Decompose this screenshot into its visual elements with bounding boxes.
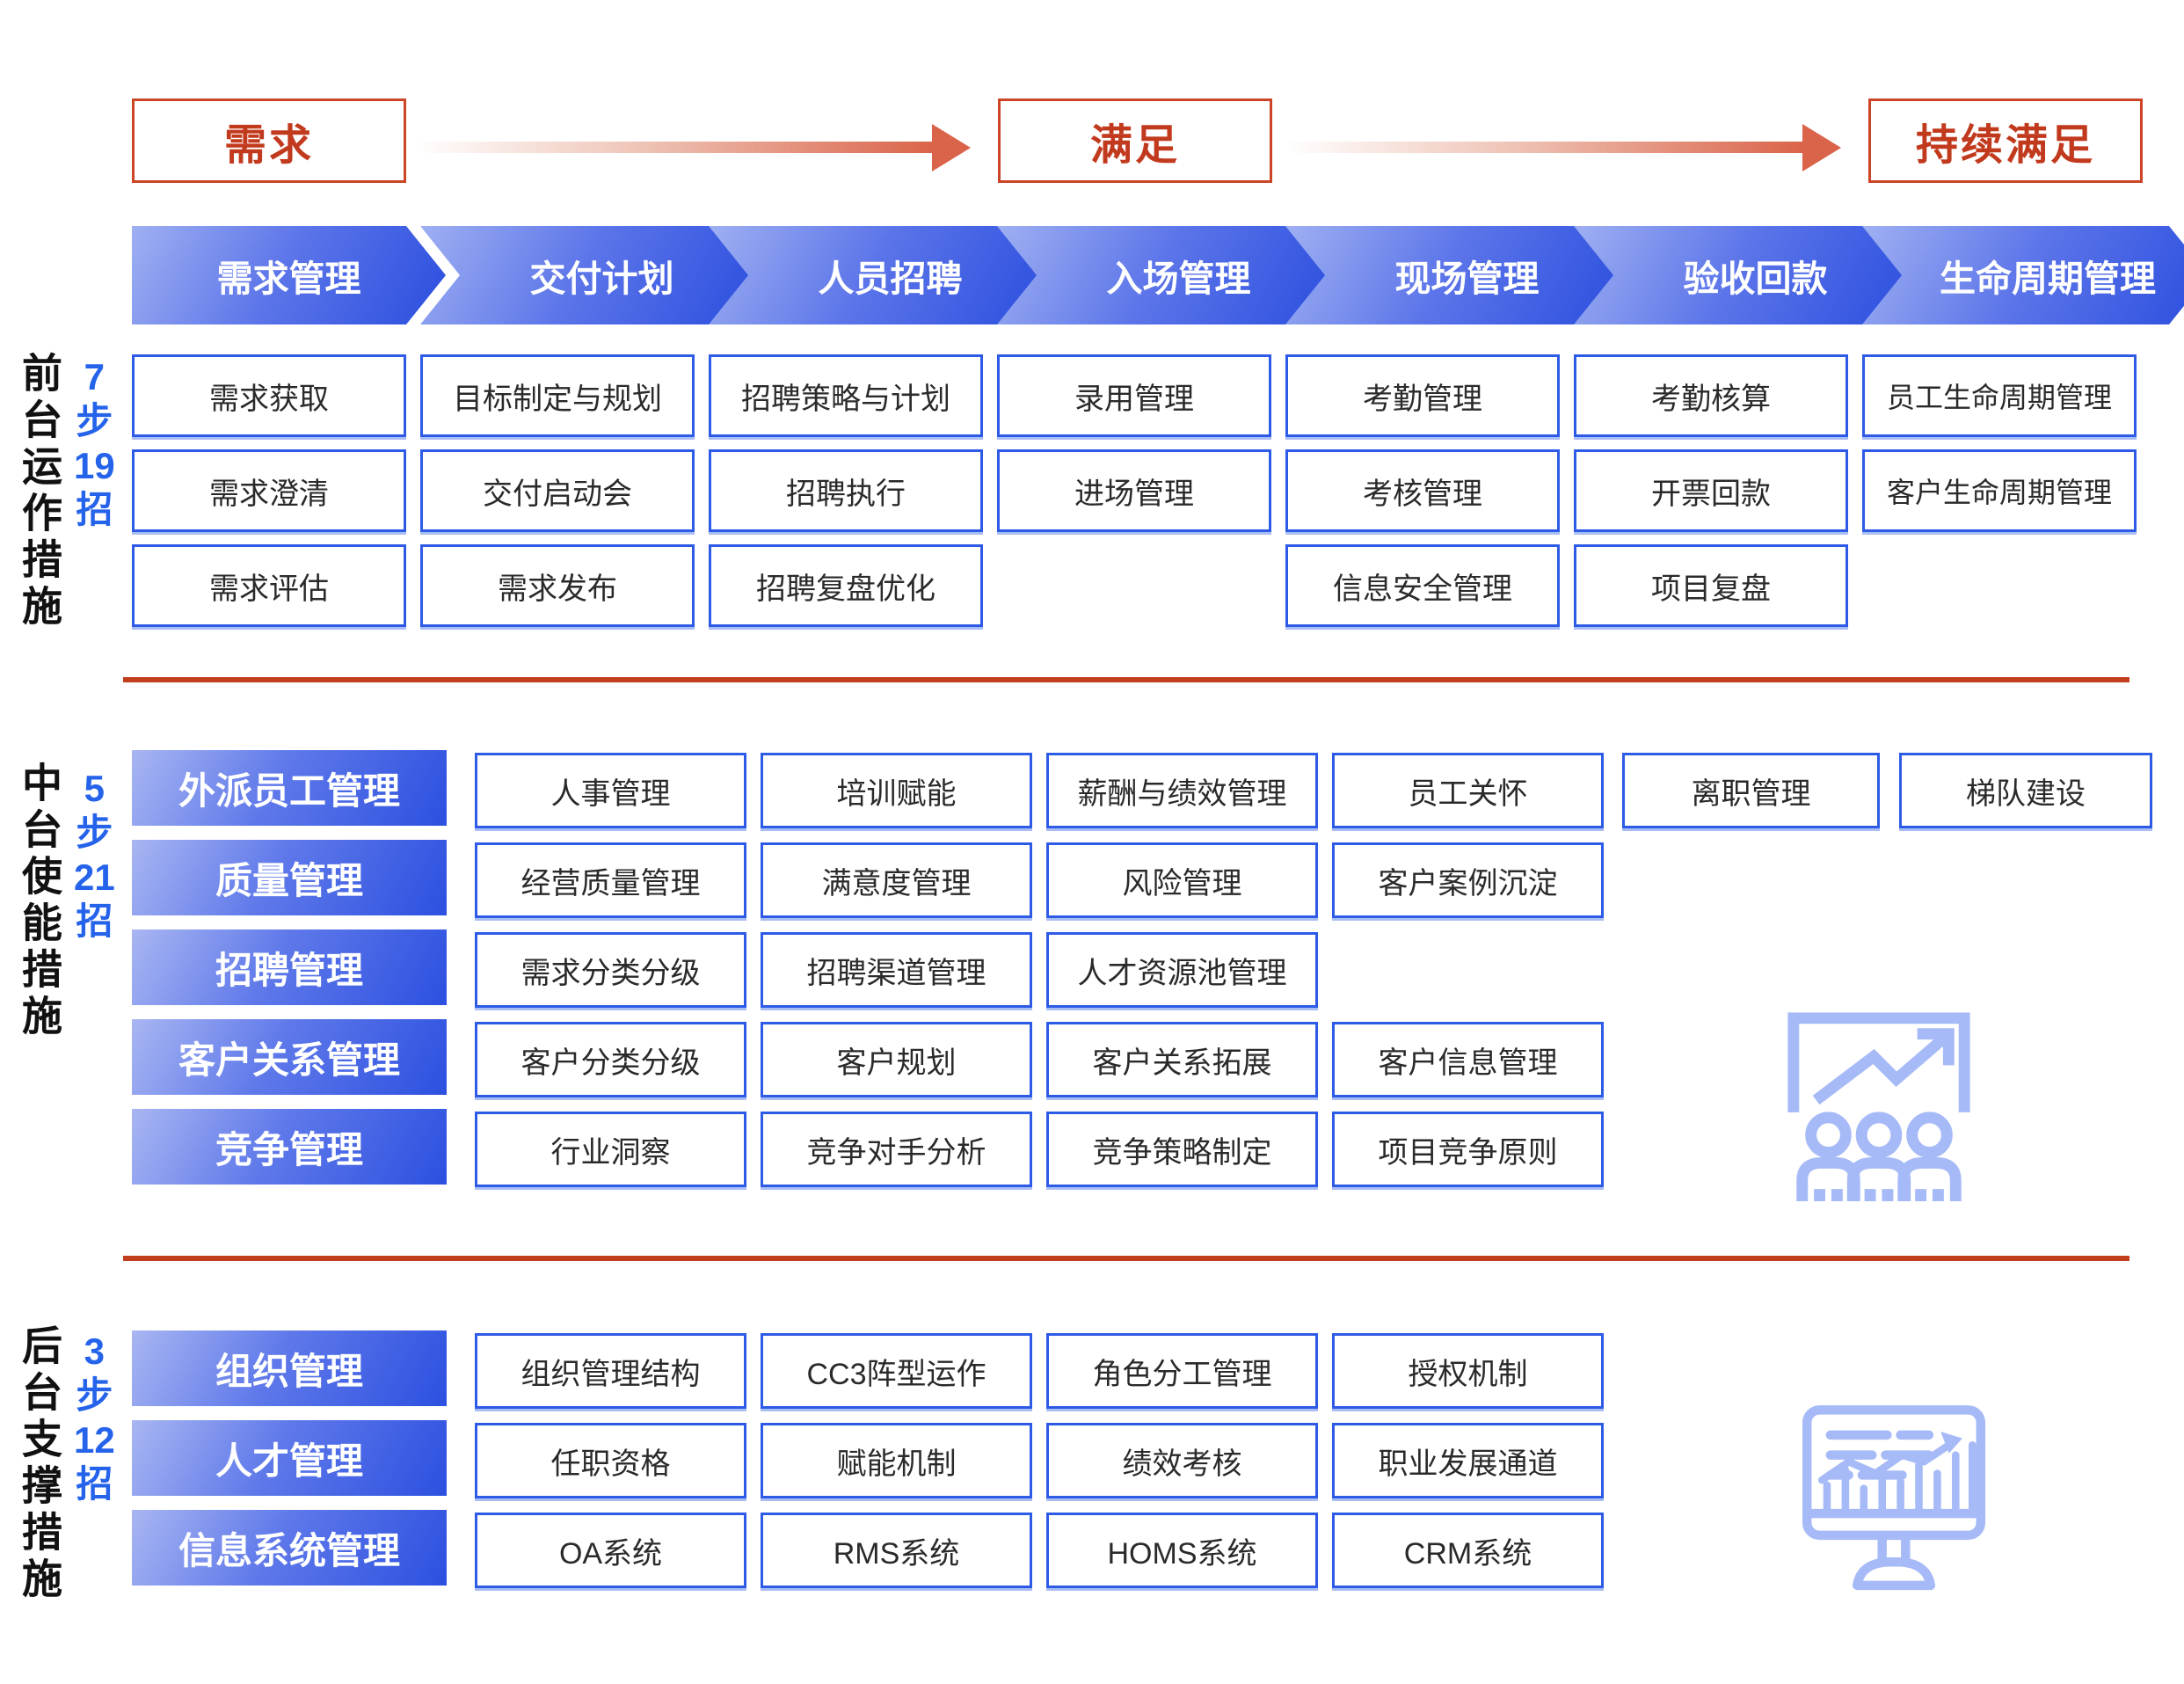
process-cell: 需求分类分级 [475, 932, 746, 1008]
stat-token: 招 [76, 1463, 113, 1505]
process-cell: OA系统 [475, 1513, 746, 1588]
process-cell: 组织管理结构 [475, 1333, 746, 1409]
process-chevron-recruiting: 人员招聘 [709, 226, 1047, 324]
process-chevron-onsite-mgmt: 现场管理 [1285, 226, 1624, 324]
process-cell: 开票回款 [1574, 449, 1848, 532]
stat-token: 招 [76, 900, 113, 943]
process-cell: 客户生命周期管理 [1862, 449, 2137, 532]
process-cell: 招聘渠道管理 [761, 932, 1032, 1008]
process-cell: 角色分工管理 [1046, 1333, 1318, 1409]
process-cell: 任职资格 [475, 1423, 746, 1498]
process-cell: 授权机制 [1332, 1333, 1604, 1409]
process-cell: 人才资源池管理 [1046, 932, 1318, 1008]
flow-arrow-icon [415, 142, 932, 153]
process-cell: 招聘策略与计划 [709, 354, 983, 437]
process-chevron-acceptance: 验收回款 [1574, 226, 1912, 324]
stage-box-continuous-satisfy: 持续满足 [1868, 98, 2143, 183]
stat-token: 5 [84, 768, 106, 809]
section-stat-middle: 5 步 21 招 [74, 767, 115, 944]
process-cell: 考勤核算 [1574, 354, 1848, 437]
process-cell: 需求获取 [132, 354, 406, 437]
section-label-back: 后台支撑措施 [17, 1324, 62, 1604]
process-cell: 竞争对手分析 [761, 1112, 1032, 1187]
process-chevron-delivery-plan: 交付计划 [420, 226, 759, 324]
stat-token: 3 [84, 1330, 106, 1372]
process-cell: 录用管理 [997, 354, 1271, 437]
process-chevron-onboarding: 入场管理 [997, 226, 1336, 324]
category-header-org-mgmt: 组织管理 [132, 1330, 447, 1406]
section-stat-front: 7 步 19 招 [74, 355, 115, 533]
process-cell: 信息安全管理 [1285, 544, 1560, 627]
category-header-quality-mgmt: 质量管理 [132, 840, 447, 915]
process-cell: 培训赋能 [761, 753, 1032, 828]
process-cell: 风险管理 [1046, 842, 1318, 918]
process-cell: 经营质量管理 [475, 842, 746, 918]
process-cell: 行业洞察 [475, 1112, 746, 1187]
process-cell: 招聘执行 [709, 449, 983, 532]
process-cell: 客户案例沉淀 [1332, 842, 1604, 918]
process-cell: 客户关系拓展 [1046, 1022, 1318, 1097]
stat-token: 步 [76, 1374, 113, 1417]
process-cell: 项目复盘 [1574, 544, 1848, 627]
process-chevron-demand-mgmt: 需求管理 [132, 226, 446, 324]
category-header-customer-relation: 客户关系管理 [132, 1019, 447, 1095]
process-cell: 满意度管理 [761, 842, 1032, 918]
category-header-talent-mgmt: 人才管理 [132, 1420, 447, 1496]
process-cell: 交付启动会 [420, 449, 695, 532]
process-cell: CRM系统 [1332, 1513, 1604, 1588]
category-header-dispatch-staff: 外派员工管理 [132, 750, 447, 826]
process-cell: 竞争策略制定 [1046, 1112, 1318, 1187]
process-cell: 梯队建设 [1899, 753, 2152, 828]
category-header-competition-mgmt: 竞争管理 [132, 1109, 447, 1185]
process-chevron-lifecycle: 生命周期管理 [1862, 226, 2184, 324]
process-cell: 需求澄清 [132, 449, 406, 532]
process-cell: 赋能机制 [761, 1423, 1032, 1498]
process-cell: 进场管理 [997, 449, 1271, 532]
section-divider [123, 677, 2129, 682]
flow-arrow-icon [1285, 142, 1802, 153]
stat-token: 12 [74, 1418, 115, 1461]
process-cell: HOMS系统 [1046, 1513, 1318, 1588]
process-cell: 薪酬与绩效管理 [1046, 753, 1318, 828]
stat-token: 步 [76, 812, 113, 854]
stat-token: 步 [76, 400, 113, 442]
process-cell: 客户分类分级 [475, 1022, 746, 1097]
process-cell: 考核管理 [1285, 449, 1560, 532]
process-cell: 职业发展通道 [1332, 1423, 1604, 1498]
process-cell: 考勤管理 [1285, 354, 1560, 437]
category-header-recruit-mgmt: 招聘管理 [132, 929, 447, 1005]
presentation-chart-people-icon [1787, 1012, 1970, 1202]
process-cell: 绩效考核 [1046, 1423, 1318, 1498]
process-cell: 员工关怀 [1332, 753, 1604, 828]
section-label-middle: 中台使能措施 [17, 762, 62, 1041]
section-divider [123, 1256, 2129, 1261]
stage-box-satisfy: 满足 [998, 98, 1272, 183]
stage-box-demand: 需求 [132, 98, 406, 183]
process-cell: 客户信息管理 [1332, 1022, 1604, 1097]
process-cell: 客户规划 [761, 1022, 1032, 1097]
process-cell: 需求发布 [420, 544, 695, 627]
process-cell: 招聘复盘优化 [709, 544, 983, 627]
stat-token: 19 [74, 444, 115, 486]
section-label-front: 前台运作措施 [17, 352, 62, 631]
category-header-info-system-mgmt: 信息系统管理 [132, 1510, 447, 1586]
section-stat-back: 3 步 12 招 [74, 1330, 115, 1507]
monitor-analytics-icon [1802, 1405, 1986, 1591]
stat-token: 21 [74, 856, 115, 898]
process-cell: CC3阵型运作 [761, 1333, 1032, 1409]
stat-token: 招 [76, 489, 113, 531]
stat-token: 7 [84, 356, 106, 397]
process-cell: 目标制定与规划 [420, 354, 695, 437]
process-cell: 需求评估 [132, 544, 406, 627]
process-cell: 人事管理 [475, 753, 746, 828]
process-cell: 员工生命周期管理 [1862, 354, 2137, 437]
process-cell: RMS系统 [761, 1513, 1032, 1588]
process-cell: 离职管理 [1622, 753, 1880, 828]
process-cell: 项目竞争原则 [1332, 1112, 1604, 1187]
